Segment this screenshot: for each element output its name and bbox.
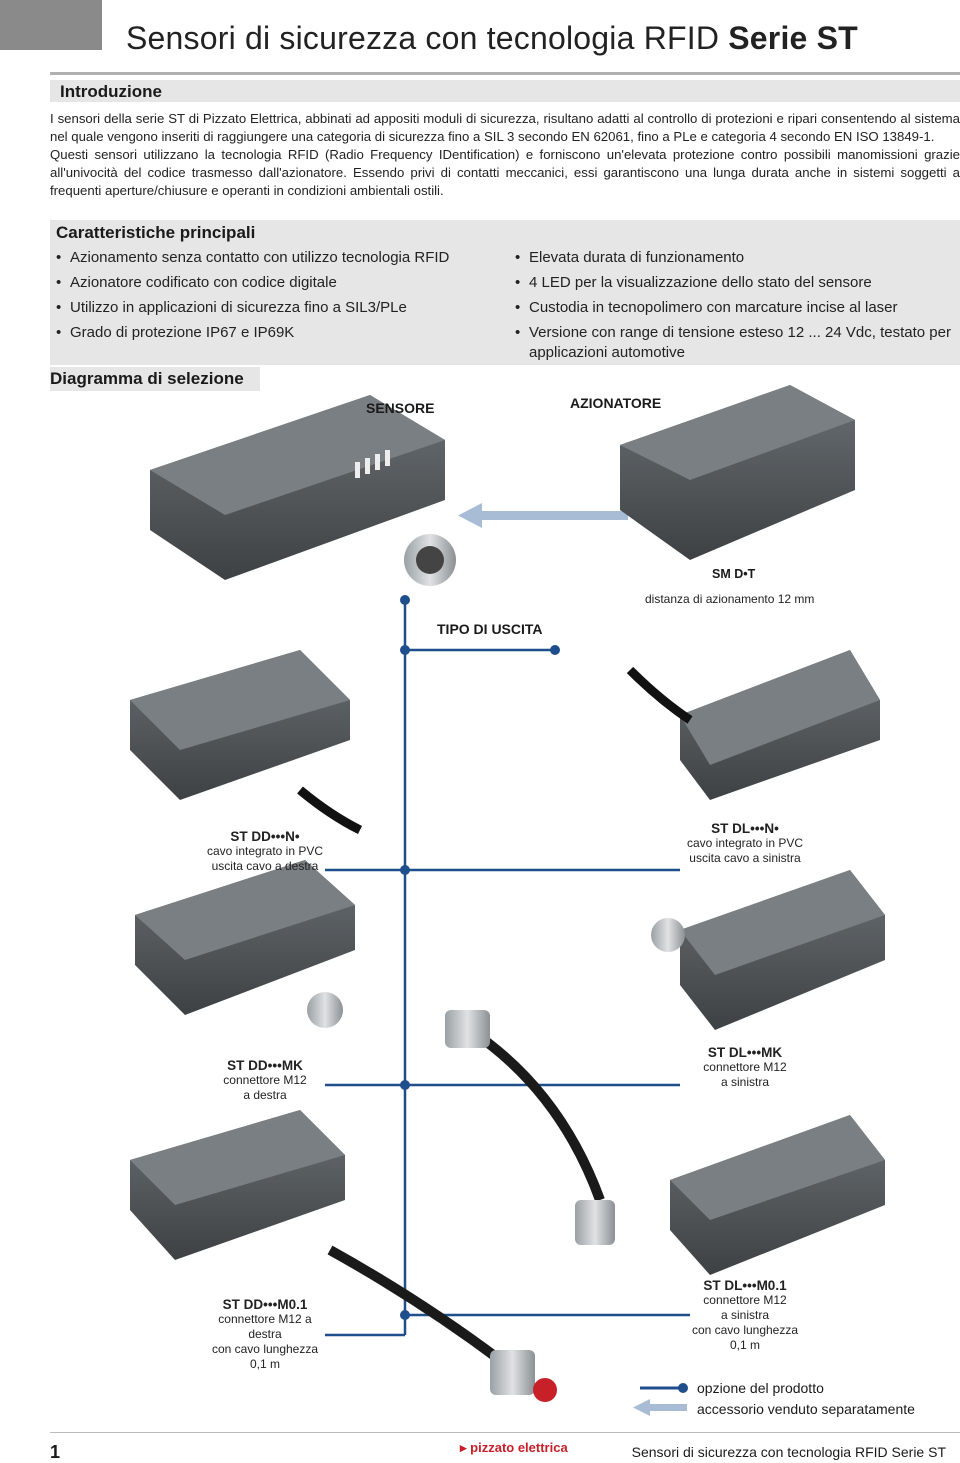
option-6-image (670, 1115, 885, 1275)
option-3-line2: a destra (243, 1088, 287, 1102)
feature-item: Custodia in tecnopolimero con marcature … (515, 298, 955, 318)
sensor-label: SENSORE (366, 400, 435, 416)
feature-item: Grado di protezione IP67 e IP69K (56, 323, 496, 343)
footer-rule (50, 1432, 960, 1433)
feature-item: Elevata durata di funzionamento (515, 248, 955, 268)
intro-header-band: Introduzione (50, 80, 960, 102)
option-3-line1: connettore M12 (223, 1073, 307, 1087)
features-left: Azionamento senza contatto con utilizzo … (56, 248, 496, 348)
option-6-line4: 0,1 m (729, 1338, 760, 1352)
intro-paragraph-1: I sensori della serie ST di Pizzato Elet… (50, 111, 960, 144)
option-1-label: ST DD•••N• cavo integrato in PVC uscita … (190, 829, 340, 874)
diagram-header-band: Diagramma di selezione (50, 367, 260, 391)
legend-product-option (640, 1383, 688, 1393)
legend-accessory (633, 1399, 687, 1416)
legend-product-option-label: opzione del prodotto (697, 1380, 824, 1396)
option-6-line1: connettore M12 (703, 1293, 787, 1307)
option-2-line2: uscita cavo a sinistra (689, 851, 801, 865)
output-type-label: TIPO DI USCITA (437, 621, 543, 637)
option-1-image (130, 650, 363, 835)
intro-text: I sensori della serie ST di Pizzato Elet… (50, 110, 960, 200)
title-rule (50, 72, 960, 75)
option-2-image (626, 650, 880, 800)
feature-item: Azionamento senza contatto con utilizzo … (56, 248, 496, 268)
option-5-label: ST DD•••M0.1 connettore M12 a destra con… (190, 1297, 340, 1372)
option-6-line2: a sinistra (720, 1308, 770, 1322)
features-right: Elevata durata di funzionamento 4 LED pe… (515, 248, 955, 368)
option-6-label: ST DL•••M0.1 connettore M12 a sinistra c… (670, 1278, 820, 1353)
option-3-image (135, 860, 355, 1028)
option-4-line2: a sinistra (720, 1075, 770, 1089)
legend-accessory-label: accessorio venduto separatamente (697, 1401, 915, 1417)
option-1-code: ST DD•••N• (230, 829, 300, 844)
feature-item: Versione con range di tensione esteso 12… (515, 323, 955, 363)
option-5-code: ST DD•••M0.1 (222, 1297, 308, 1312)
option-4-label: ST DL•••MK connettore M12 a sinistra (670, 1045, 820, 1090)
footer-title: Sensori di sicurezza con tecnologia RFID… (631, 1444, 946, 1460)
corner-block (0, 0, 102, 50)
features-band: Caratteristiche principali Azionamento s… (50, 220, 960, 365)
option-2-code: ST DL•••N• (711, 821, 779, 836)
brand-name: pizzato elettrica (470, 1440, 568, 1455)
selection-dots (400, 595, 560, 1320)
option-2-line1: cavo integrato in PVC (686, 836, 804, 850)
option-3-label: ST DD•••MK connettore M12 a destra (190, 1058, 340, 1103)
option-6-code: ST DL•••M0.1 (703, 1278, 787, 1293)
m12-cable-accessory (445, 1010, 615, 1245)
option-5-line1: connettore M12 a (218, 1312, 312, 1326)
features-heading: Caratteristiche principali (56, 223, 256, 242)
page-number: 1 (50, 1442, 61, 1462)
accessory-arrow (458, 503, 628, 528)
intro-heading: Introduzione (60, 82, 162, 101)
option-1-line1: cavo integrato in PVC (206, 844, 324, 858)
feature-item: Utilizzo in applicazioni di sicurezza fi… (56, 298, 496, 318)
actuator-note: distanza di azionamento 12 mm (645, 592, 815, 606)
selection-lines (325, 600, 690, 1337)
brand-logo: ▸ pizzato elettrica (460, 1440, 568, 1456)
option-5-line3: con cavo lunghezza (211, 1342, 319, 1356)
actuator-code: SM D•T (712, 567, 756, 581)
option-5-image (130, 1110, 557, 1402)
feature-item: 4 LED per la visualizzazione dello stato… (515, 273, 955, 293)
option-4-line1: connettore M12 (703, 1060, 787, 1074)
main-sensor-image (150, 395, 456, 586)
page-title: Sensori di sicurezza con tecnologia RFID… (126, 20, 858, 56)
option-2-label: ST DL•••N• cavo integrato in PVC uscita … (670, 821, 820, 866)
actuator-image (620, 385, 855, 560)
option-3-code: ST DD•••MK (227, 1058, 303, 1073)
option-1-line2: uscita cavo a destra (211, 859, 319, 873)
intro-paragraph-2: Questi sensori utilizzano la tecnologia … (50, 147, 960, 198)
option-5-line4: 0,1 m (249, 1357, 280, 1371)
option-4-image (651, 870, 885, 1030)
actuator-label: AZIONATORE (570, 395, 662, 411)
diagram-heading: Diagramma di selezione (50, 369, 244, 388)
option-6-line3: con cavo lunghezza (691, 1323, 799, 1337)
option-4-code: ST DL•••MK (707, 1045, 783, 1060)
logo-mark-icon: ▸ (460, 1440, 467, 1455)
feature-item: Azionatore codificato con codice digital… (56, 273, 496, 293)
option-5-line2: destra (248, 1327, 282, 1341)
